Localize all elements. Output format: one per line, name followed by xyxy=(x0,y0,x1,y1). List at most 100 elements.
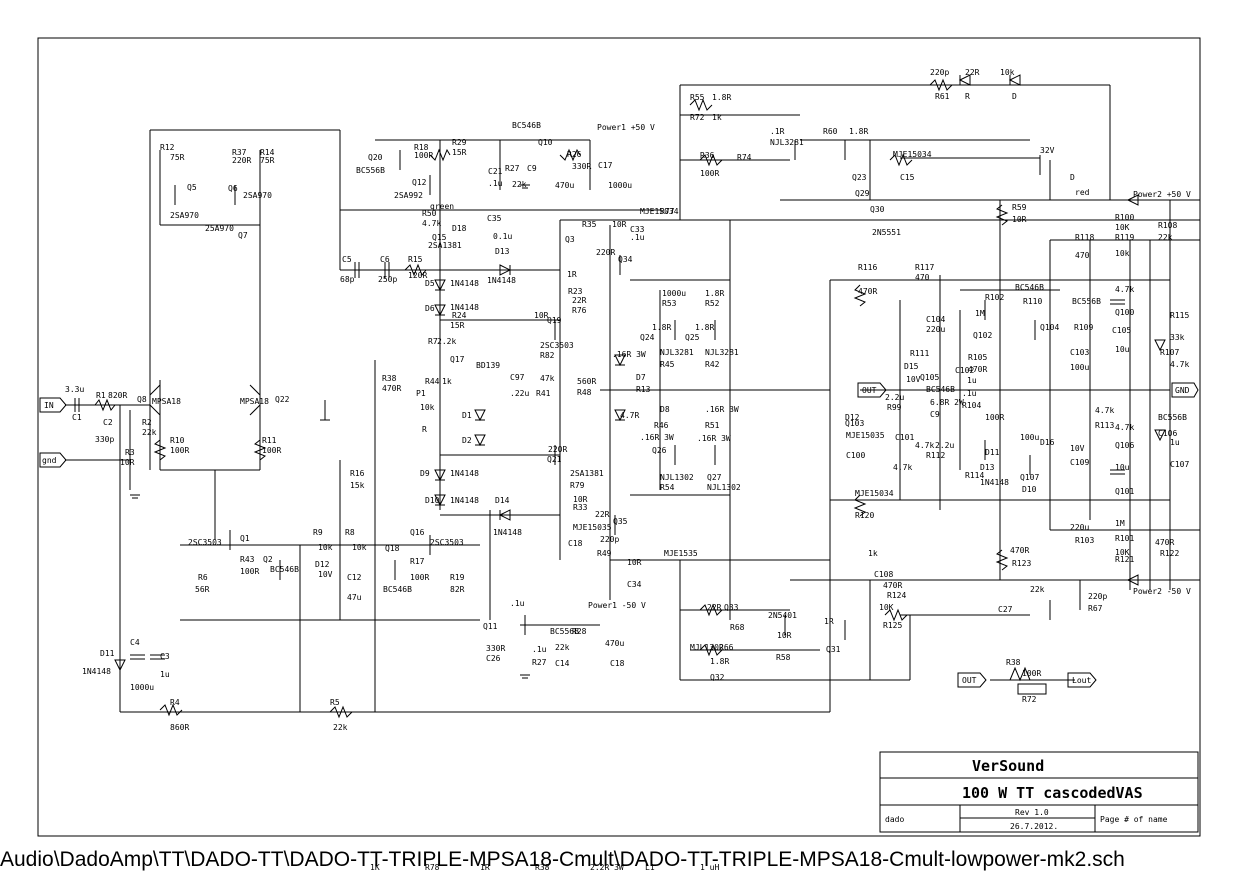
component-label: 470R xyxy=(883,581,902,590)
component-label: R119 xyxy=(1115,233,1134,242)
component-label: Q1 xyxy=(240,534,250,543)
component-label: R110 xyxy=(1023,297,1042,306)
component-label: 22k xyxy=(1030,585,1045,594)
component-label: R111 xyxy=(910,349,929,358)
component-label: 47k xyxy=(540,374,555,383)
component-label: Q30 xyxy=(870,205,885,214)
component-label: D5 xyxy=(425,279,435,288)
component-label: 22R xyxy=(965,68,980,77)
component-label: Q11 xyxy=(483,622,498,631)
component-label: 1K xyxy=(370,863,380,872)
component-label: 6.8R 2W xyxy=(930,398,964,407)
component-label: R79 xyxy=(570,481,585,490)
component-label: C26 xyxy=(486,654,501,663)
component-label: P1 xyxy=(416,389,426,398)
component-label: 47u xyxy=(347,593,362,602)
component-label: 10u xyxy=(1115,345,1130,354)
component-label: R67 xyxy=(1088,604,1103,613)
component-label: Q10 xyxy=(538,138,553,147)
component-label: R72 xyxy=(690,113,705,122)
component-label: 100R xyxy=(985,413,1004,422)
component-label: MJE15035 xyxy=(846,431,885,440)
component-label: D xyxy=(1070,173,1075,182)
component-label: Q101 xyxy=(1115,487,1134,496)
component-label: 470R xyxy=(968,365,987,374)
component-label: 330p xyxy=(95,435,114,444)
component-label: 10V xyxy=(318,570,333,579)
component-label: R45 xyxy=(660,360,675,369)
component-label: D15 xyxy=(904,362,919,371)
component-label: .1u xyxy=(510,599,525,608)
component-label: 22k xyxy=(333,723,348,732)
component-label: C106 xyxy=(1158,429,1177,438)
component-label: 470R xyxy=(382,384,401,393)
component-label: 1u xyxy=(160,670,170,679)
component-label: C35 xyxy=(487,214,502,223)
component-label: 2SA970 xyxy=(170,211,199,220)
component-label: R42 xyxy=(705,360,720,369)
component-label: Q15 xyxy=(432,233,447,242)
component-label: 22k xyxy=(512,180,527,189)
component-label: Q33 xyxy=(724,603,739,612)
component-label: R5 xyxy=(330,698,340,707)
component-label: 32V xyxy=(1040,146,1055,155)
component-label: R113 xyxy=(1095,421,1114,430)
component-label: R41 xyxy=(536,389,551,398)
component-label: D18 xyxy=(452,224,467,233)
component-label: R53 xyxy=(662,299,677,308)
component-label: 220p xyxy=(930,68,949,77)
component-label: MJL1302 xyxy=(690,643,724,652)
component-label: R72 xyxy=(1022,695,1037,704)
component-label: 15R xyxy=(450,321,465,330)
component-label: 100u xyxy=(1020,433,1039,442)
component-label: 10R xyxy=(612,220,627,229)
component-label: 2SA970 xyxy=(243,191,272,200)
component-label: R105 xyxy=(968,353,987,362)
component-label: 10R xyxy=(573,495,588,504)
title-page: Page # of name xyxy=(1100,815,1168,824)
component-label: R61 xyxy=(935,92,950,101)
component-label: R100 xyxy=(1115,213,1134,222)
wiring xyxy=(65,84,1200,713)
component-label: R122 xyxy=(1160,549,1179,558)
component-label: 220u xyxy=(926,325,945,334)
component-label: 10R xyxy=(1012,215,1027,224)
component-label: 100R xyxy=(1022,669,1041,678)
component-label: Q23 xyxy=(852,173,867,182)
component-label: .16R 3W xyxy=(705,405,739,414)
component-label: C100 xyxy=(846,451,865,460)
ground-symbols xyxy=(130,184,530,679)
supply-power2-pos: Power2 +50 V xyxy=(1133,190,1191,199)
component-label: 220p xyxy=(600,535,619,544)
port-gnd-right-label: GND xyxy=(1175,386,1190,395)
component-label: MJE1535 xyxy=(664,549,698,558)
component-label: R23 xyxy=(568,287,583,296)
component-label: 470 xyxy=(915,273,930,282)
component-label: .1u xyxy=(630,233,645,242)
component-label: 75R xyxy=(170,153,185,162)
component-label: D11 xyxy=(100,649,115,658)
port-lout-label: Lout xyxy=(1072,676,1091,685)
component-label: 1 uH xyxy=(700,863,719,872)
component-label: R78 xyxy=(425,863,440,872)
component-label: 1N4148 xyxy=(980,478,1009,487)
component-label: 1.8R xyxy=(710,657,729,666)
component-label: D7 xyxy=(636,373,646,382)
component-label: NJL3281 xyxy=(770,138,804,147)
component-label: 15k xyxy=(350,481,365,490)
component-label: R118 xyxy=(1075,233,1094,242)
component-label: .16R 3W xyxy=(697,434,731,443)
component-label: 330R xyxy=(572,162,591,171)
component-label: D2 xyxy=(462,436,472,445)
component-label: 3.3u xyxy=(65,385,84,394)
component-label: R2 xyxy=(142,418,152,427)
component-label: R27 xyxy=(532,658,547,667)
component-label: R123 xyxy=(1012,559,1031,568)
component-label: red xyxy=(1075,188,1090,197)
component-label: Q22 xyxy=(275,395,290,404)
component-label: R114 xyxy=(965,471,984,480)
component-label: R36 xyxy=(700,151,715,160)
component-label: MJE15035 xyxy=(573,523,612,532)
component-label: Q27 xyxy=(707,473,722,482)
